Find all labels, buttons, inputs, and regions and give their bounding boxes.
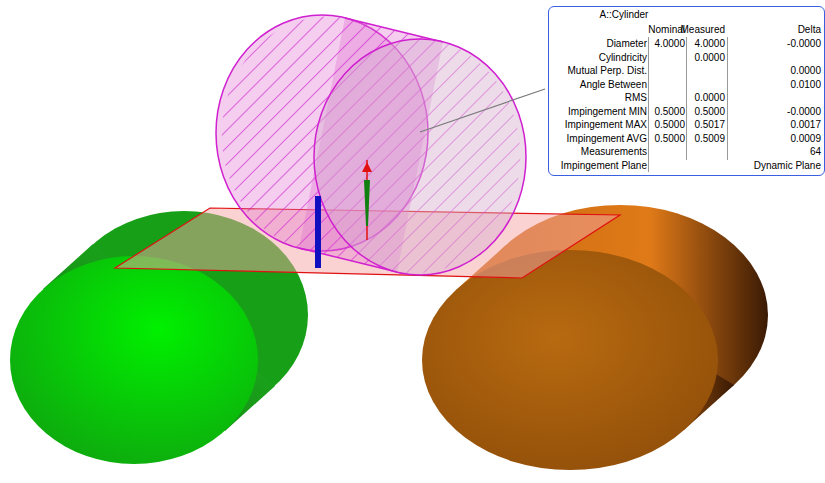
table-cell: 0.5000 xyxy=(654,106,685,118)
table-cell: 0.5000 xyxy=(654,119,685,131)
table-cell: 4.0000 xyxy=(654,38,685,50)
table-cell: 0.0000 xyxy=(694,92,725,104)
table-cell: 0.5017 xyxy=(694,119,725,131)
table-cell: 0.5000 xyxy=(694,106,725,118)
table-cell: Measured xyxy=(681,24,725,36)
table-title: A::Cylinder xyxy=(600,9,649,21)
table-cell: 0.0100 xyxy=(790,79,821,91)
table-cell: Cylindricity xyxy=(599,52,647,64)
table-cell: Mutual Perp. Dist. xyxy=(568,65,647,77)
fitted-cylinder xyxy=(216,15,526,275)
table-cell: Delta xyxy=(798,24,821,36)
table-cell: Angle Between xyxy=(580,79,647,91)
table-cell: 4.0000 xyxy=(694,38,725,50)
result-table: A::CylinderNominalMeasured DeltaDiameter 4… xyxy=(548,6,825,176)
table-cell: 0.5000 xyxy=(654,133,685,145)
table-cell: Nominal xyxy=(648,24,685,36)
table-cell: Impingement AVG xyxy=(567,133,647,145)
table-cell: -0.0000 xyxy=(787,106,821,118)
table-cell: RMS xyxy=(625,92,647,104)
table-cell: 0.0009 xyxy=(790,133,821,145)
table-cell: Dynamic Plane xyxy=(754,160,821,172)
table-cell: 0.0000 xyxy=(694,52,725,64)
table-ground xyxy=(549,7,824,175)
table-cell: Measurements xyxy=(581,146,647,158)
table-rules xyxy=(649,37,728,172)
table-cell: 0.5009 xyxy=(694,133,725,145)
table-cell: Impingement Plane xyxy=(561,160,647,172)
table-cell: Diameter xyxy=(606,38,647,50)
table-cell: 0.0000 xyxy=(790,65,821,77)
table-cell: Impingement MIN xyxy=(568,106,647,118)
table-cell: Impingement MAX xyxy=(565,119,647,131)
table-cell: -0.0000 xyxy=(787,38,821,50)
leader-line xyxy=(420,89,545,132)
axis-markers xyxy=(315,160,372,268)
table-cell: 0.0017 xyxy=(790,119,821,131)
table-cell: 64 xyxy=(810,146,821,158)
